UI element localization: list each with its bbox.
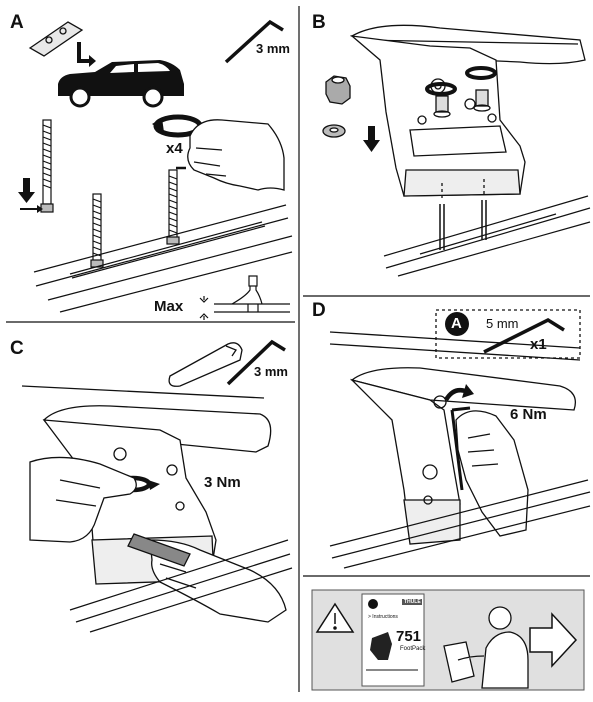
hex-key-5mm-icon	[450, 406, 471, 491]
tool-badge-icon	[445, 312, 469, 336]
warning-icon	[315, 602, 355, 633]
rotate-arrow-icon	[444, 384, 474, 402]
step-d-illustration	[329, 309, 591, 569]
dashed-guides	[441, 176, 485, 198]
roof-bar	[350, 24, 586, 65]
hex-key-3mm-icon	[226, 339, 286, 386]
roof-rail	[69, 539, 293, 633]
step-d-letter: D	[312, 300, 326, 321]
washer-icon	[322, 124, 346, 138]
arrow-down-right-icon	[77, 42, 96, 67]
roof-bar	[21, 385, 272, 453]
step-a-tool-size: 3 mm	[256, 41, 290, 56]
step-d-torque: 6 Nm	[510, 406, 547, 423]
hex-nut-icon	[325, 75, 351, 105]
booklet-brand: THULE	[404, 599, 421, 605]
tool-card-icon	[127, 533, 191, 567]
step-c-torque: 3 Nm	[204, 474, 241, 491]
nut-icon	[433, 89, 491, 118]
bolt-icon	[166, 166, 186, 245]
hand-icon	[187, 119, 285, 191]
step-c-letter: C	[10, 338, 24, 359]
step-d-tool-qty: x1	[530, 336, 547, 353]
max-height-diagram	[199, 275, 290, 320]
rotate-arrow-icon	[425, 66, 497, 96]
panel-dividers	[6, 6, 590, 692]
step-a-max-label: Max	[154, 298, 184, 315]
step-c-illustration	[21, 339, 293, 633]
bolt-icon	[90, 193, 104, 268]
step-c-tool-size: 3 mm	[254, 364, 288, 379]
roof-rail	[383, 195, 591, 277]
roof-rail	[33, 204, 293, 313]
foot-housing	[349, 378, 461, 545]
hex-key-5mm-icon	[483, 317, 565, 354]
car-silhouette-icon	[58, 60, 184, 108]
hand-icon	[29, 456, 137, 543]
arrow-right-icon	[529, 612, 578, 668]
step-b-letter: B	[312, 12, 326, 33]
tool-box	[435, 309, 581, 359]
step-d-tool-badge: A	[451, 315, 462, 332]
booklet-model-name: FootPack	[400, 646, 426, 652]
bolt-icon	[439, 200, 487, 250]
step-a-letter: A	[10, 12, 24, 33]
instruction-booklet-icon	[361, 593, 425, 687]
arrow-down-icon	[363, 126, 380, 152]
t-track-plate-icon	[28, 21, 84, 57]
step-b-illustration	[322, 24, 591, 277]
arrow-down-icon	[18, 178, 43, 213]
booklet-heading: > Instructions	[368, 614, 398, 620]
roof-rail	[329, 479, 591, 569]
step-d-tool-size: 5 mm	[486, 316, 519, 331]
booklet-model-number: 751	[396, 628, 422, 645]
tool-card-icon	[168, 342, 243, 387]
instruction-reminder-banner	[311, 589, 585, 691]
person-reading-icon	[443, 606, 529, 689]
bolt-icon	[40, 119, 54, 213]
hex-key-3mm-icon	[224, 19, 284, 64]
step-a-count: x4	[166, 140, 183, 157]
hand-icon	[455, 410, 529, 537]
step-a-illustration	[18, 19, 293, 320]
